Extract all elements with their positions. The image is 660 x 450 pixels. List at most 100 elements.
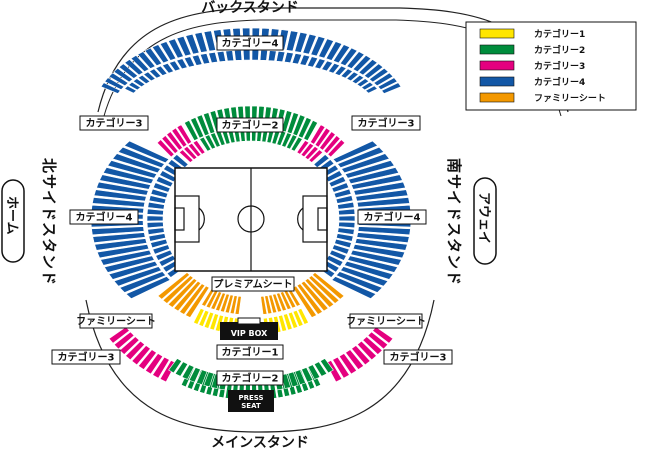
- seat-block-cat2[interactable]: [204, 134, 216, 150]
- seat-block-cat4[interactable]: [159, 41, 177, 61]
- seat-block-cat3[interactable]: [176, 124, 193, 145]
- seat-block-cat4[interactable]: [147, 201, 165, 210]
- seat-block-cat3[interactable]: [300, 142, 315, 158]
- seat-block-cat4[interactable]: [155, 249, 173, 261]
- seat-block-cat4[interactable]: [267, 50, 277, 62]
- seat-block-cat4[interactable]: [102, 167, 154, 185]
- seat-block-cat4[interactable]: [314, 58, 326, 70]
- seat-block-cat4[interactable]: [338, 215, 356, 222]
- seat-block-cat1[interactable]: [214, 314, 224, 332]
- seat-block-cat4[interactable]: [146, 221, 164, 229]
- seat-block-cat4[interactable]: [119, 271, 167, 293]
- seat-block-cat4[interactable]: [176, 58, 188, 70]
- seat-block-cat4[interactable]: [346, 51, 365, 69]
- seat-block-cat4[interactable]: [128, 81, 142, 91]
- seat-block-family[interactable]: [304, 278, 335, 308]
- seat-block-cat4[interactable]: [96, 181, 149, 196]
- seat-block-cat4[interactable]: [365, 85, 378, 94]
- seat-block-cat3[interactable]: [183, 145, 198, 160]
- seat-block-family[interactable]: [264, 295, 273, 315]
- seat-block-cat4[interactable]: [337, 227, 355, 235]
- seat-block-cat2[interactable]: [286, 134, 298, 150]
- seat-block-cat3[interactable]: [144, 353, 164, 375]
- seat-block-family[interactable]: [201, 288, 215, 307]
- seat-block-cat4[interactable]: [360, 81, 374, 91]
- seat-block-cat3[interactable]: [178, 149, 194, 163]
- seat-block-family[interactable]: [268, 294, 278, 314]
- seat-block-cat4[interactable]: [176, 36, 192, 57]
- seat-block-cat4[interactable]: [302, 33, 317, 55]
- seat-block-cat2[interactable]: [190, 117, 205, 139]
- seat-block-cat1[interactable]: [209, 313, 219, 331]
- seat-block-cat4[interactable]: [161, 63, 175, 74]
- seat-block-cat4[interactable]: [93, 189, 147, 202]
- seat-block-cat4[interactable]: [299, 54, 311, 66]
- seat-block-cat3[interactable]: [372, 326, 394, 344]
- seat-block-cat4[interactable]: [310, 36, 326, 57]
- seat-block-cat4[interactable]: [96, 244, 150, 259]
- seat-block-cat3[interactable]: [113, 331, 135, 350]
- seat-block-cat2[interactable]: [203, 112, 216, 135]
- seat-block-cat4[interactable]: [148, 195, 167, 204]
- seat-block-cat4[interactable]: [373, 72, 394, 87]
- seat-block-cat2[interactable]: [301, 367, 314, 383]
- seat-block-cat3[interactable]: [367, 331, 389, 350]
- seat-block-cat4[interactable]: [123, 140, 170, 164]
- seat-block-cat3[interactable]: [319, 131, 336, 151]
- seat-block-cat4[interactable]: [341, 153, 390, 174]
- seat-block-cat4[interactable]: [346, 71, 359, 82]
- seat-block-cat4[interactable]: [363, 63, 384, 79]
- seat-block-cat4[interactable]: [306, 56, 319, 68]
- seat-block-cat3[interactable]: [131, 345, 151, 366]
- seat-block-cat4[interactable]: [328, 176, 347, 188]
- seat-block-cat4[interactable]: [113, 266, 162, 287]
- seat-block-cat4[interactable]: [357, 226, 411, 236]
- seat-block-cat4[interactable]: [242, 49, 251, 61]
- seat-block-cat4[interactable]: [284, 51, 294, 64]
- seat-block-cat3[interactable]: [187, 142, 202, 158]
- seat-block-family[interactable]: [272, 293, 283, 313]
- seat-block-cat4[interactable]: [148, 233, 166, 242]
- seat-block-cat4[interactable]: [325, 41, 343, 61]
- seat-block-cat4[interactable]: [321, 60, 334, 72]
- seat-block-cat2[interactable]: [303, 119, 318, 142]
- seat-block-cat4[interactable]: [331, 244, 350, 255]
- seat-block-cat2[interactable]: [297, 117, 312, 139]
- seat-block-cat3[interactable]: [137, 349, 157, 370]
- seat-block-cat4[interactable]: [343, 260, 394, 280]
- seat-block-cat2[interactable]: [196, 114, 210, 137]
- seat-block-cat4[interactable]: [118, 63, 139, 79]
- seat-block-cat3[interactable]: [308, 149, 324, 163]
- seat-block-cat4[interactable]: [113, 67, 134, 83]
- seat-block-cat2[interactable]: [195, 369, 208, 386]
- seat-block-cat3[interactable]: [152, 356, 170, 379]
- seat-block-family[interactable]: [308, 275, 340, 304]
- seat-block-cat4[interactable]: [381, 82, 402, 94]
- seat-block-cat4[interactable]: [155, 176, 174, 188]
- seat-block-cat4[interactable]: [344, 160, 395, 179]
- seat-block-cat3[interactable]: [304, 145, 319, 160]
- seat-block-cat2[interactable]: [292, 114, 306, 137]
- seat-block-family[interactable]: [260, 295, 268, 315]
- seat-block-family[interactable]: [300, 280, 329, 312]
- seat-block-cat4[interactable]: [194, 32, 208, 53]
- seat-block-cat4[interactable]: [351, 74, 365, 85]
- seat-block-cat3[interactable]: [119, 336, 140, 355]
- seat-block-cat4[interactable]: [147, 227, 165, 235]
- seat-block-cat2[interactable]: [174, 361, 189, 377]
- seat-block-cat2[interactable]: [286, 112, 299, 135]
- seat-block-family[interactable]: [185, 285, 210, 318]
- seat-block-cat4[interactable]: [334, 238, 352, 249]
- seat-block-cat4[interactable]: [368, 67, 389, 83]
- seat-block-cat4[interactable]: [335, 195, 354, 204]
- seat-block-cat3[interactable]: [338, 353, 358, 375]
- seat-block-cat4[interactable]: [339, 47, 358, 67]
- seat-block-cat4[interactable]: [100, 249, 152, 266]
- seat-block-cat4[interactable]: [294, 32, 308, 53]
- seat-block-cat4[interactable]: [91, 226, 145, 236]
- seat-block-cat4[interactable]: [336, 233, 354, 242]
- seat-block-family[interactable]: [311, 272, 345, 300]
- seat-block-cat4[interactable]: [318, 38, 335, 59]
- seat-block-cat4[interactable]: [150, 238, 168, 249]
- seat-block-cat4[interactable]: [152, 244, 171, 255]
